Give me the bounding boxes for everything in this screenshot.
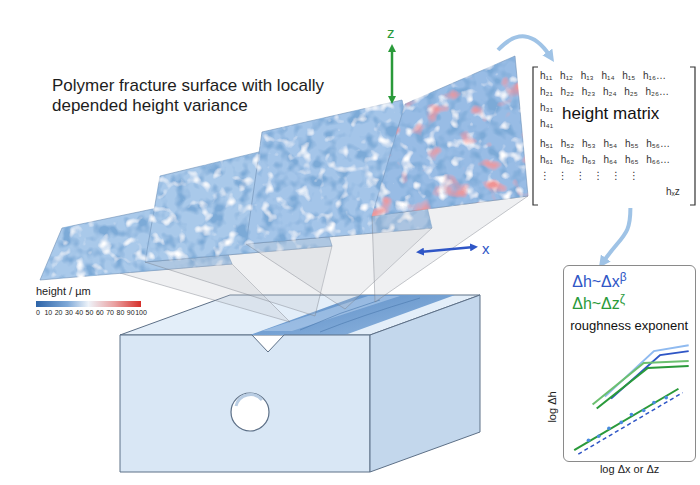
colorbar-tick: 70 [106,309,114,317]
axis-title: log Δx or Δz [600,463,659,476]
matrix-cell: h₂₁ h₂₂ h₂₃ h₂₄ h₂₅ h₂₆… [540,86,669,98]
colorbar-title: height / µm [36,285,91,298]
matrix-cell: h₃₁ [540,102,553,114]
colorbar-tick: 30 [65,309,73,317]
equation-text: Δh~Δx [572,273,620,290]
x-axis-arrow [420,247,474,252]
plot-line [611,351,689,399]
equation-line: Δh~Δxβ [572,272,627,291]
data-point [587,438,591,442]
surface-panel [372,56,528,216]
bracket [533,67,538,205]
colorbar-tick: 0 [36,309,40,317]
equation-line: roughness exponent [570,318,688,334]
plot-caption: roughness exponent [570,318,688,333]
height-matrix: h₁₁ h₁₂ h₁₃ h₁₄ h₁₅ h₁₆… h₂₁ h₂₂ h₂₃ h₂₄ … [532,66,696,206]
matrix-cell: h₁₁ h₁₂ h₁₃ h₁₄ h₁₅ h₁₆… [540,70,666,82]
equation-line: Δh~Δzζ [572,294,625,313]
data-point [642,409,646,413]
hole-shade [236,395,262,406]
fit-line [574,389,678,450]
specimen-side [370,295,480,472]
surface-panels [40,56,528,322]
specimen-front [120,335,370,472]
flow-connector [603,208,630,262]
bracket [690,67,695,205]
data-point [652,401,656,405]
axis-title: log Δh [547,391,560,422]
fit-line [578,393,682,454]
matrix-cell: h₅₁ h₅₂ h₅₃ h₅₄ h₅₅ h₅₆… [540,138,670,150]
specimen-hole [231,393,269,431]
plot-panel: Δh~ΔxβΔh~Δzζroughness exponent [563,265,696,462]
equation-text: Δh~Δz [572,295,620,312]
colorbar-tick: 50 [86,309,94,317]
matrix-cell: h₆₁ h₆₂ h₆₃ h₆₄ h₆₅ h₆₆… [540,154,670,166]
colorbar-tick: 90 [127,309,135,317]
exponent-symbol: β [620,270,627,284]
colorbar-tick: 40 [75,309,83,317]
colorbar-tick: 20 [55,309,63,317]
exponent-symbol: ζ [620,292,625,306]
data-point [597,434,601,438]
axis-label: z [387,24,395,42]
data-point [620,421,624,425]
diagram-title: Polymer fracture surface with locally de… [52,76,382,117]
colorbar-tick: 100 [135,309,147,317]
matrix-cell: h₄₁ [540,118,553,130]
colorbar-tick: 60 [96,309,104,317]
matrix-cell: ⋮ ⋮ ⋮ ⋮ ⋮ ⋮ [540,170,639,182]
matrix-title: height matrix [562,104,659,124]
colorbar-tick: 10 [44,309,52,317]
axis-label: x [482,240,490,258]
color-bar [36,301,141,307]
z-axis-arrow [391,48,394,100]
data-point [607,427,611,431]
matrix-cell: hₓz [666,186,680,198]
data-point [630,413,634,417]
flow-arrow [498,36,550,56]
plot-line [597,366,689,409]
colorbar-tick: 80 [116,309,124,317]
specimen [120,295,480,472]
data-point [665,396,669,400]
